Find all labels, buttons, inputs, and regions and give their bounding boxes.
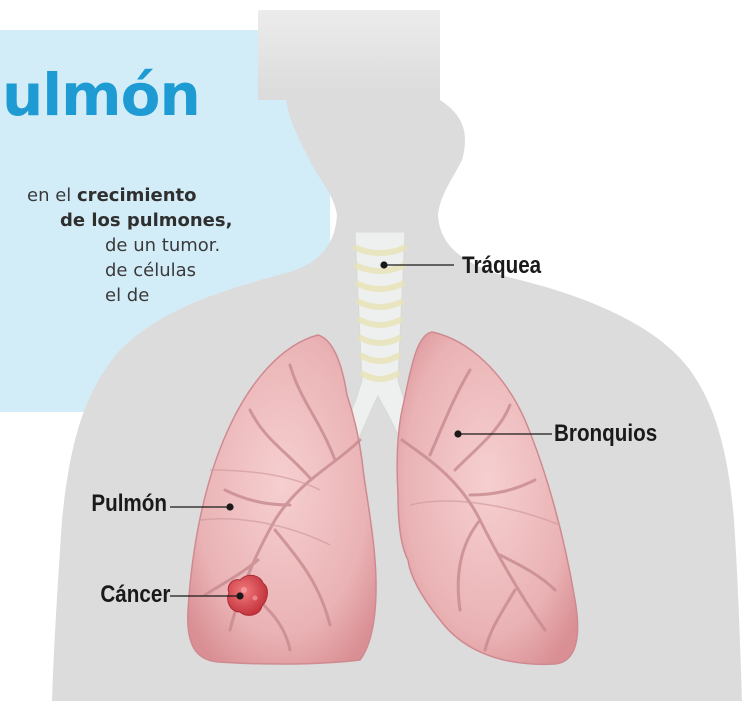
description-line-2: de los pulmones, bbox=[60, 210, 233, 231]
right-lung bbox=[396, 331, 579, 666]
page-title: ulmón bbox=[2, 61, 201, 129]
leader-lines bbox=[170, 261, 552, 600]
label-bronchi: Bronquios bbox=[554, 420, 658, 447]
tumor-mass bbox=[227, 574, 268, 616]
label-lung: Pulmón bbox=[91, 490, 167, 517]
description-line-5: el de bbox=[105, 285, 150, 306]
description-text: en el crecimiento de los pulmones, de un… bbox=[0, 183, 233, 308]
trachea bbox=[341, 231, 419, 441]
description-line-3: de un tumor. bbox=[105, 235, 221, 256]
label-cancer: Cáncer bbox=[100, 581, 171, 608]
description-line-4: de células bbox=[105, 260, 197, 281]
description-line-1: en el crecimiento bbox=[27, 185, 197, 206]
label-trachea: Tráquea bbox=[462, 252, 542, 279]
